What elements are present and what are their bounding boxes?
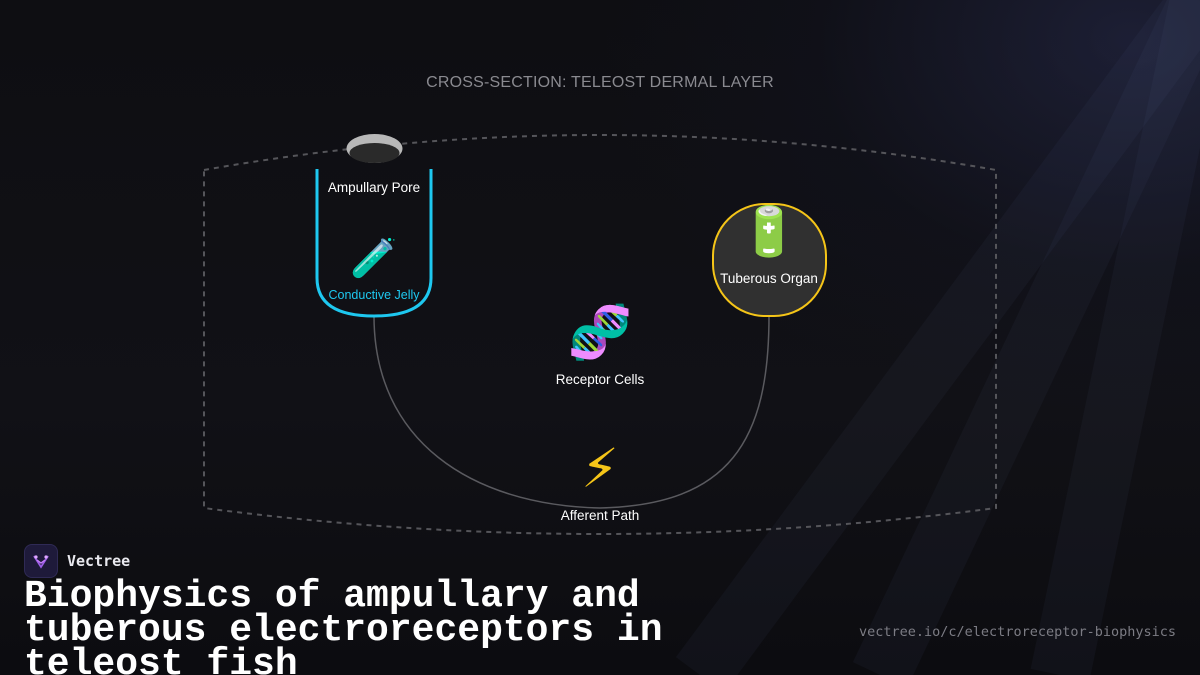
lightning-icon: ⚡ [581, 437, 619, 500]
dna-icon: 🧬 [567, 303, 633, 363]
diagram-caption: CROSS-SECTION: TELEOST DERMAL LAYER [426, 74, 774, 91]
vectree-logo-icon [24, 544, 58, 578]
dermal-layer-boundary [203, 134, 997, 535]
source-url: vectree.io/c/electroreceptor-biophysics [859, 624, 1176, 640]
afferent-connector-ampullary [373, 315, 601, 509]
afferent-connector-tuberous [599, 315, 770, 509]
brand: Vectree [24, 544, 130, 578]
tuberous-organ-label: Tuberous Organ [720, 271, 818, 286]
ampullary-pore-label: Ampullary Pore [327, 180, 421, 195]
page-title: Biophysics of ampullary and tuberous ele… [24, 575, 663, 675]
ampullary-canal [315, 169, 433, 318]
afferent-path-label: Afferent Path [560, 508, 640, 523]
brand-name: Vectree [67, 552, 131, 570]
tuberous-organ-capsule [712, 203, 827, 317]
battery-icon: 🔋 [739, 204, 799, 260]
test-tube-icon: 🧪 [350, 236, 398, 280]
conductive-jelly-label: Conductive Jelly [328, 288, 420, 302]
receptor-cells-label: Receptor Cells [555, 372, 645, 387]
ampullary-pore-icon [346, 134, 403, 163]
